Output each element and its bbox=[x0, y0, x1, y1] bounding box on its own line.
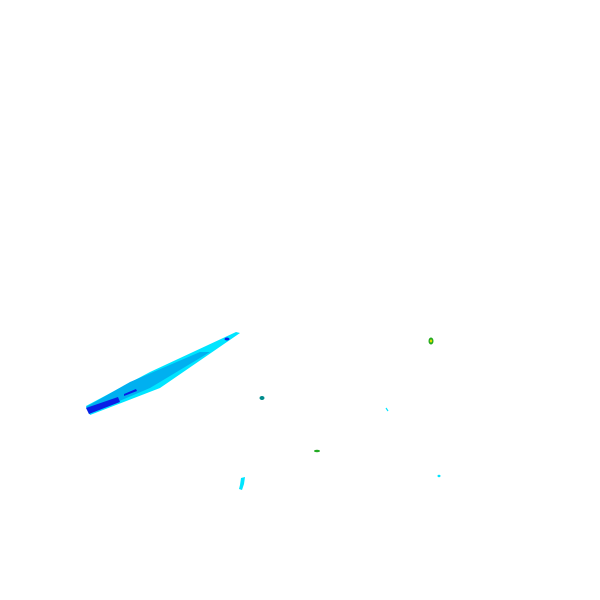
blob bbox=[259, 396, 265, 400]
main-streak bbox=[86, 332, 240, 415]
blob bbox=[314, 449, 320, 453]
blob bbox=[437, 474, 441, 478]
blob bbox=[385, 407, 389, 412]
streak-core bbox=[86, 397, 120, 414]
streak-tip-dot bbox=[224, 337, 230, 341]
streak-core-2 bbox=[124, 389, 137, 396]
blob bbox=[429, 339, 433, 343]
scattered-blobs bbox=[239, 337, 441, 490]
blob bbox=[239, 477, 245, 490]
